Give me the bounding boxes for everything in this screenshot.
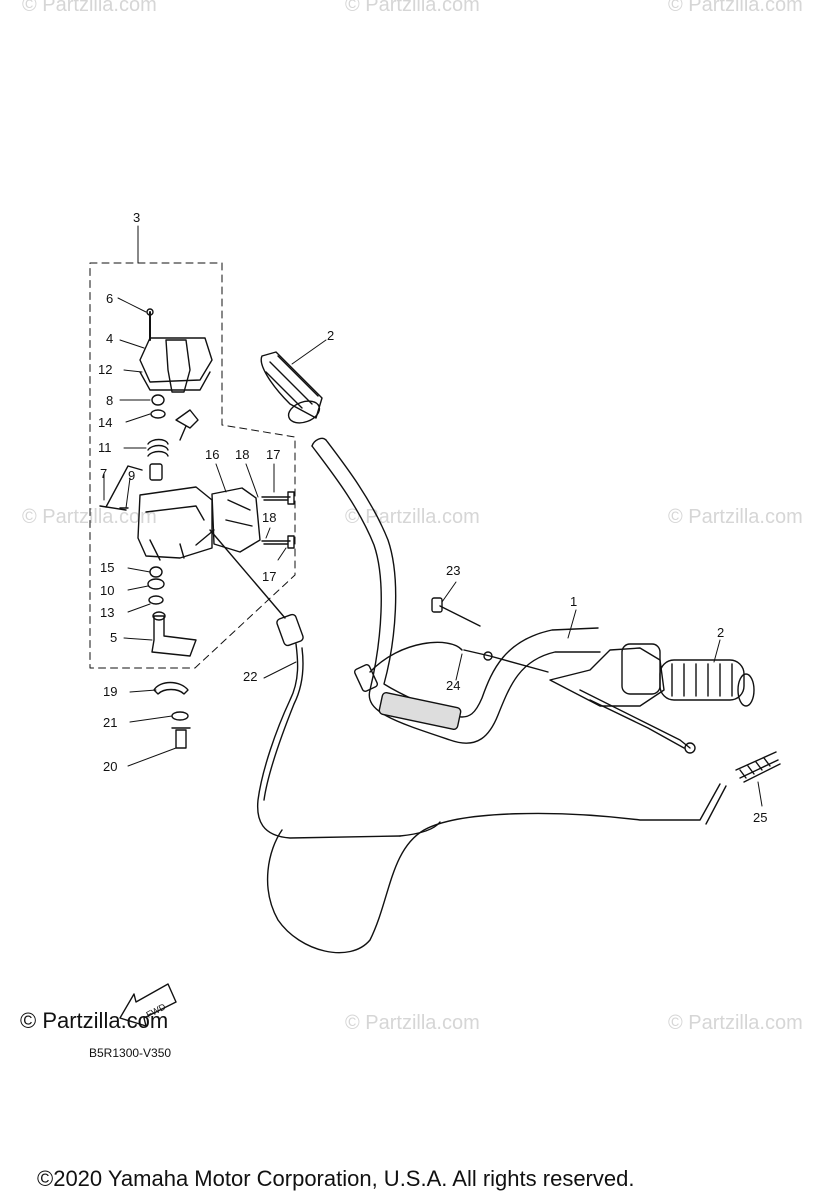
callout-12: 12 bbox=[98, 362, 112, 377]
callout-13: 13 bbox=[100, 605, 114, 620]
callout-24: 24 bbox=[446, 678, 460, 693]
clamp-and-bolt-drawing bbox=[153, 681, 191, 749]
callout-14: 14 bbox=[98, 415, 112, 430]
callout-5: 5 bbox=[110, 630, 117, 645]
right-lever-assembly-drawing bbox=[549, 643, 755, 754]
diagram-code: B5R1300-V350 bbox=[89, 1046, 172, 1060]
screws-drawing bbox=[99, 491, 295, 549]
small-parts-drawing bbox=[105, 394, 199, 605]
assembly-3-outline bbox=[89, 262, 296, 669]
callout-17-top: 17 bbox=[266, 447, 280, 462]
callout-2-left: 2 bbox=[327, 328, 334, 343]
callout-8: 8 bbox=[106, 393, 113, 408]
callout-21: 21 bbox=[103, 715, 117, 730]
callout-18-bottom: 18 bbox=[262, 510, 276, 525]
throttle-lever-drawing bbox=[151, 611, 197, 657]
callout-18-top: 18 bbox=[235, 447, 249, 462]
copyright-notice: ©2020 Yamaha Motor Corporation, U.S.A. A… bbox=[37, 1166, 635, 1191]
callout-9: 9 bbox=[128, 468, 135, 483]
left-grip-drawing bbox=[260, 351, 323, 424]
callout-17-bottom: 17 bbox=[262, 569, 276, 584]
callout-10: 10 bbox=[100, 583, 114, 598]
leader-lines bbox=[103, 225, 763, 807]
callout-3: 3 bbox=[133, 210, 140, 225]
callout-16: 16 bbox=[205, 447, 219, 462]
throttle-housing-drawing bbox=[195, 487, 261, 553]
callout-23: 23 bbox=[446, 563, 460, 578]
callout-6: 6 bbox=[106, 291, 113, 306]
choke-cable-drawing bbox=[353, 597, 549, 692]
callout-11: 11 bbox=[98, 440, 112, 455]
callout-20: 20 bbox=[103, 759, 117, 774]
throttle-cable-drawing bbox=[209, 529, 441, 839]
callout-1: 1 bbox=[570, 594, 577, 609]
clutch-cable-drawing bbox=[266, 751, 781, 954]
callout-25: 25 bbox=[753, 810, 767, 825]
callout-labels: 3 6 4 12 8 14 11 7 9 15 10 13 5 16 18 17… bbox=[98, 210, 767, 825]
handlebar-drawing bbox=[311, 437, 601, 744]
switch-housing-drawing bbox=[137, 486, 213, 561]
callout-2-right: 2 bbox=[717, 625, 724, 640]
fwd-arrow-icon bbox=[119, 983, 177, 1027]
switch-cover-drawing bbox=[139, 308, 213, 393]
callout-4: 4 bbox=[106, 331, 113, 346]
partzilla-brand-mark: © Partzilla.com bbox=[20, 1008, 169, 1033]
callout-19: 19 bbox=[103, 684, 117, 699]
callout-15: 15 bbox=[100, 560, 114, 575]
callout-7: 7 bbox=[100, 466, 107, 481]
callout-22: 22 bbox=[243, 669, 257, 684]
